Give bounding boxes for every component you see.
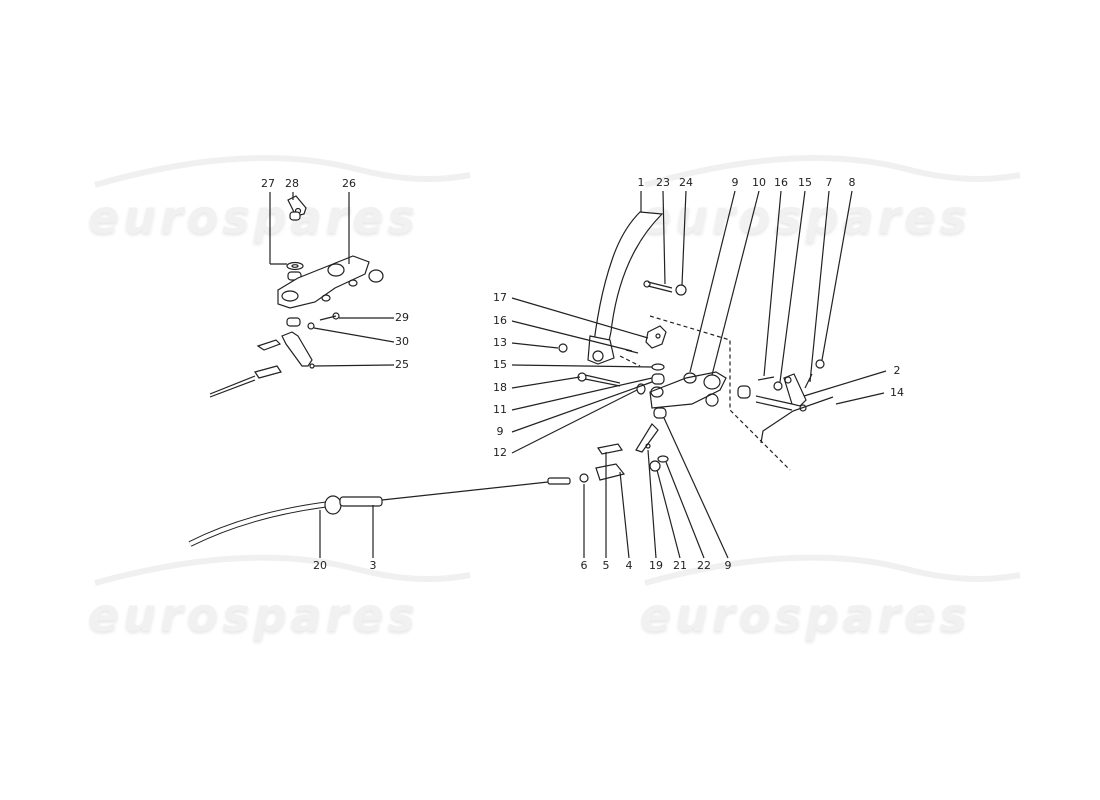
- callout-9[interactable]: 9: [724, 559, 732, 572]
- callout-7[interactable]: 7: [825, 176, 833, 189]
- callout-19[interactable]: 19: [649, 559, 663, 572]
- throttle-cable: [188, 417, 729, 559]
- bellcrank-assembly: [209, 192, 395, 398]
- callout-16[interactable]: 16: [774, 176, 788, 189]
- callout-9[interactable]: 9: [731, 176, 739, 189]
- callout-14[interactable]: 14: [890, 386, 904, 399]
- callout-29[interactable]: 29: [395, 311, 409, 324]
- callout-27[interactable]: 27: [261, 177, 275, 190]
- callout-5[interactable]: 5: [602, 559, 610, 572]
- callout-16[interactable]: 16: [493, 314, 507, 327]
- callout-11[interactable]: 11: [493, 403, 507, 416]
- callout-12[interactable]: 12: [493, 446, 507, 459]
- callout-15[interactable]: 15: [798, 176, 812, 189]
- callout-25[interactable]: 25: [395, 358, 409, 371]
- callout-3[interactable]: 3: [369, 559, 377, 572]
- callout-30[interactable]: 30: [395, 335, 409, 348]
- callout-24[interactable]: 24: [679, 176, 693, 189]
- callout-15[interactable]: 15: [493, 358, 507, 371]
- callout-17[interactable]: 17: [493, 291, 507, 304]
- callout-13[interactable]: 13: [493, 336, 507, 349]
- watermark-logo: eurospares: [640, 588, 971, 642]
- watermark-logo: eurospares: [88, 588, 419, 642]
- callout-10[interactable]: 10: [752, 176, 766, 189]
- callout-18[interactable]: 18: [493, 381, 507, 394]
- callout-28[interactable]: 28: [285, 177, 299, 190]
- pedal-assembly: [511, 190, 887, 472]
- callout-1[interactable]: 1: [637, 176, 645, 189]
- watermark-logo: eurospares: [88, 190, 419, 244]
- callout-20[interactable]: 20: [313, 559, 327, 572]
- callout-23[interactable]: 23: [656, 176, 670, 189]
- callout-21[interactable]: 21: [673, 559, 687, 572]
- callout-9[interactable]: 9: [496, 425, 504, 438]
- callout-6[interactable]: 6: [580, 559, 588, 572]
- callout-8[interactable]: 8: [848, 176, 856, 189]
- callout-22[interactable]: 22: [697, 559, 711, 572]
- callout-2[interactable]: 2: [893, 364, 901, 377]
- callout-26[interactable]: 26: [342, 177, 356, 190]
- callout-4[interactable]: 4: [625, 559, 633, 572]
